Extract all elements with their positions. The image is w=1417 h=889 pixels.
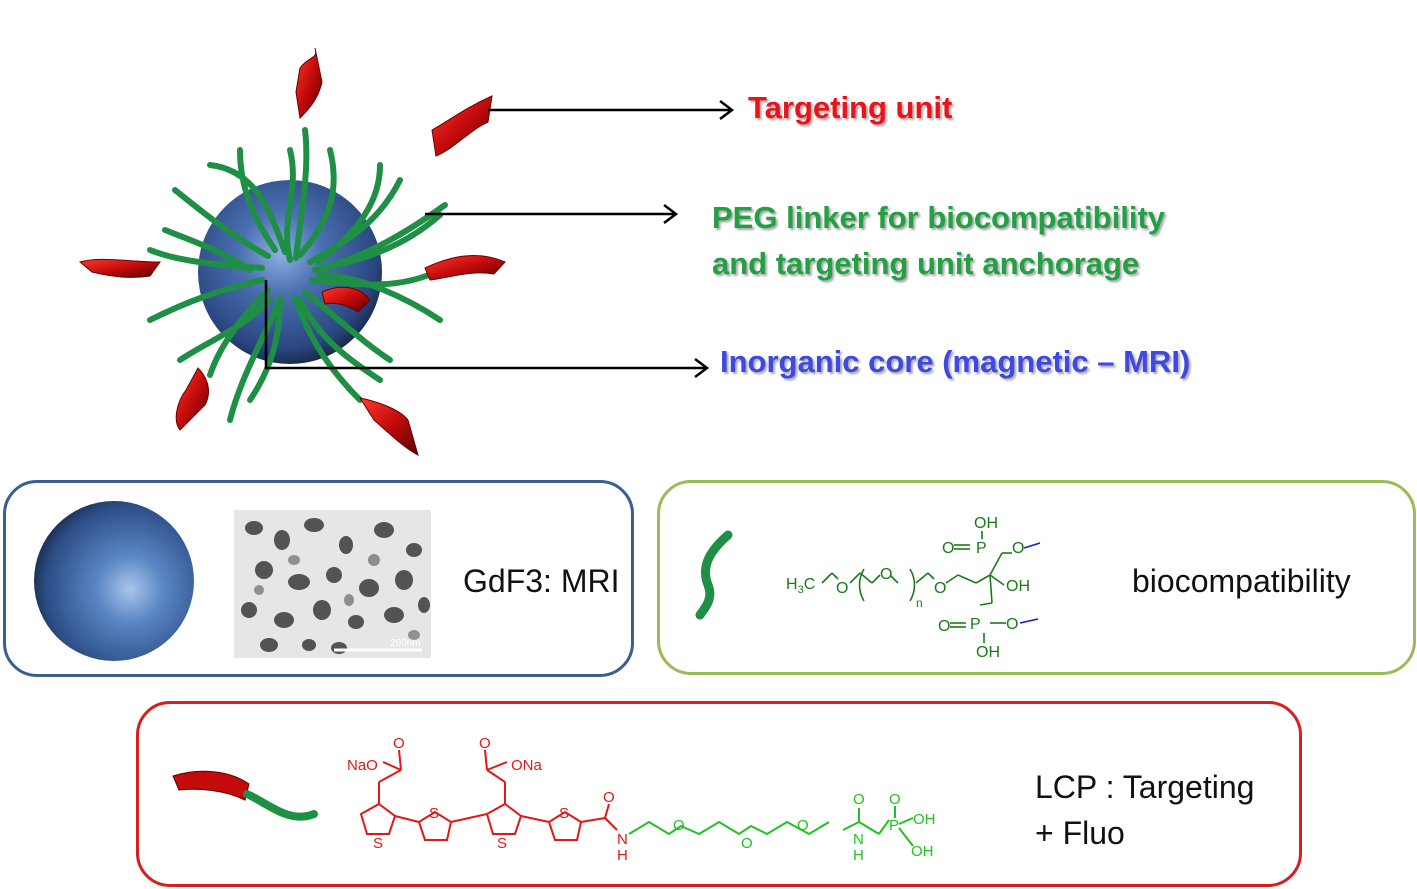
chem-s2: S bbox=[429, 805, 439, 822]
core-sphere-icon bbox=[34, 501, 194, 661]
panel-gdf3: 200nm GdF3: MRI bbox=[3, 480, 634, 677]
lcp-caption-line1: LCP : Targeting bbox=[1035, 769, 1255, 805]
chem-h2: H bbox=[853, 847, 864, 864]
chem-s4: S bbox=[559, 805, 569, 822]
chem-o-dbl-bottom: O bbox=[938, 618, 950, 635]
tem-micrograph: 200nm bbox=[234, 510, 431, 658]
scale-bar-label: 200nm bbox=[390, 638, 421, 649]
ribbon-left bbox=[78, 258, 161, 278]
chem-n2: N bbox=[853, 831, 864, 848]
ribbon-bottom-right bbox=[358, 397, 419, 456]
chem-o1: O bbox=[836, 580, 848, 597]
chem-o-bottom-right: O bbox=[1006, 616, 1018, 633]
chem-o-amide2: O bbox=[853, 791, 865, 808]
chem-h3c: H3C bbox=[786, 576, 815, 596]
chem-p-bottom: P bbox=[970, 616, 981, 633]
chem-ona: ONa bbox=[511, 757, 543, 774]
peg-strand-icon bbox=[695, 530, 733, 620]
peg-caption: biocompatibility bbox=[1132, 563, 1351, 599]
chem-o-peg1: O bbox=[673, 817, 685, 834]
chem-o-peg2: O bbox=[741, 835, 753, 852]
chem-o-dbl-top: O bbox=[942, 540, 954, 557]
chem-oh2: OH bbox=[911, 843, 934, 860]
chem-o-carbox1: O bbox=[393, 735, 405, 752]
gdf3-caption: GdF3: MRI bbox=[463, 563, 620, 599]
lcp-chemical-structure: NaO O O ONa S S S S O N H O O O N H O P … bbox=[347, 735, 936, 864]
peg-label-line2: and targeting unit anchorage bbox=[712, 246, 1140, 281]
chem-o3: O bbox=[934, 580, 946, 597]
chem-o-top-right: O bbox=[1012, 540, 1024, 557]
pointer-arrows bbox=[264, 100, 735, 378]
chem-p-top: P bbox=[976, 540, 987, 557]
lcp-caption: LCP : Targeting + Fluo bbox=[1035, 764, 1254, 856]
ribbon-bottom-left bbox=[175, 367, 209, 431]
chem-oh1: OH bbox=[913, 811, 936, 828]
chem-o2: O bbox=[880, 566, 892, 583]
chem-o-amide1: O bbox=[603, 789, 615, 806]
panel-peg: H3C O O n O OH O P O OH O P O OH biocomp… bbox=[657, 480, 1416, 675]
chem-nao: NaO bbox=[347, 757, 378, 774]
chem-n: n bbox=[916, 596, 923, 610]
chem-s1: S bbox=[373, 835, 383, 852]
peg-chemical-structure: H3C O O n O OH O P O OH O P O OH bbox=[786, 515, 1041, 661]
chem-p: P bbox=[889, 817, 899, 834]
lcp-ribbon-icon bbox=[172, 770, 318, 821]
chem-n1: N bbox=[617, 831, 628, 848]
chem-o-phos: O bbox=[889, 791, 901, 808]
peg-strands bbox=[147, 127, 448, 423]
inorganic-core-label: Inorganic core (magnetic – MRI) bbox=[720, 344, 1191, 379]
chem-o-carbox2: O bbox=[479, 735, 491, 752]
chem-s3: S bbox=[497, 835, 507, 852]
peg-label-line1: PEG linker for biocompatibility bbox=[712, 200, 1166, 235]
ribbon-top-right bbox=[431, 95, 493, 157]
lcp-caption-line2: + Fluo bbox=[1035, 815, 1125, 851]
ribbon-top bbox=[295, 47, 323, 120]
chem-oh-top: OH bbox=[974, 515, 998, 532]
targeting-ribbons bbox=[78, 47, 506, 456]
ribbon-right bbox=[424, 254, 506, 281]
chem-oh-mid: OH bbox=[1006, 578, 1030, 595]
chem-oh-bottom: OH bbox=[976, 644, 1000, 661]
panel-lcp: NaO O O ONa S S S S O N H O O O N H O P … bbox=[136, 701, 1302, 887]
targeting-unit-text: Targeting unit bbox=[748, 90, 953, 125]
peg-linker-label: PEG linker for biocompatibility and targ… bbox=[712, 195, 1165, 287]
chem-h1: H bbox=[617, 847, 628, 864]
ribbon-mid bbox=[321, 286, 371, 313]
targeting-unit-label: Targeting unit bbox=[748, 90, 952, 126]
nanoparticle-illustration bbox=[78, 47, 735, 456]
chem-o-peg3: O bbox=[797, 817, 809, 834]
